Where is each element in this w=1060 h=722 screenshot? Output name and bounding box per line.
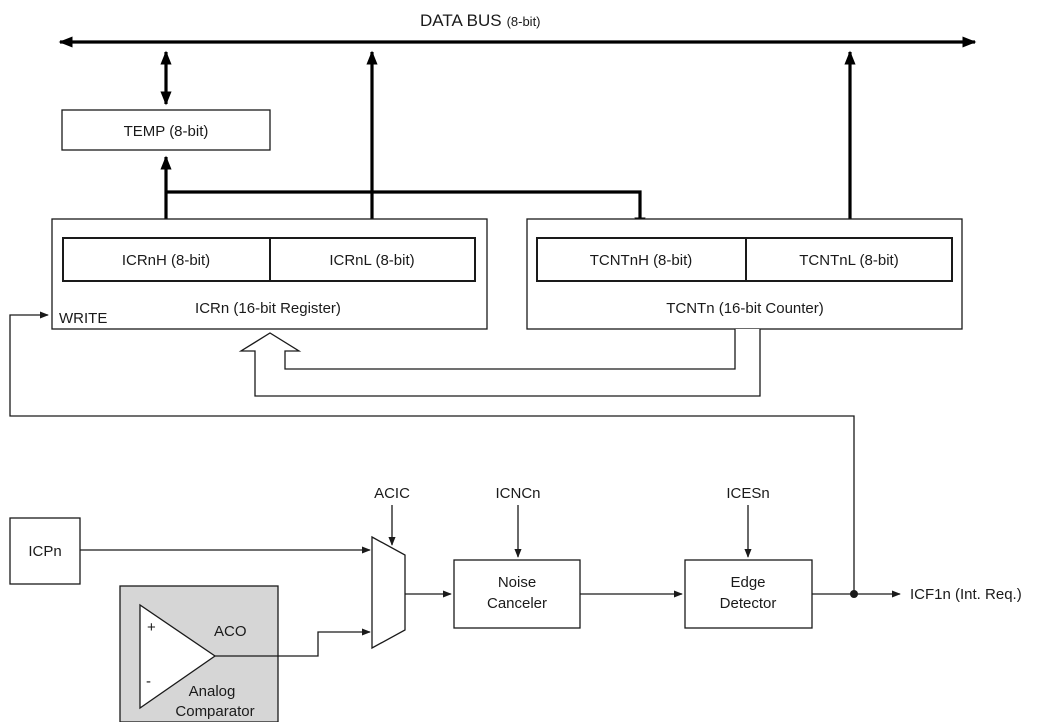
icp-label: ICPn (28, 543, 61, 560)
edge-detector-box (684, 559, 813, 629)
icp-pin-box (9, 517, 81, 585)
temp-to-tcnth-link (166, 190, 646, 232)
icrh-label: ICRnH (8-bit) (122, 252, 210, 269)
temp-register-box (61, 109, 271, 151)
icf-output-label: ICF1n (Int. Req.) (910, 586, 1022, 603)
edge-detector-line2: Detector (720, 595, 777, 612)
icnc-label: ICNCn (495, 485, 540, 502)
tcnt-caption: TCNTn (16-bit Counter) (666, 300, 824, 317)
aco-to-mux-line (215, 628, 371, 657)
tcnt-to-icr-transfer-arrow (238, 329, 761, 397)
tcnt-register-bytes (536, 237, 953, 282)
temp-register-label: TEMP (8-bit) (124, 123, 209, 140)
data-bus-label: DATA BUS(8-bit) (420, 11, 541, 30)
comparator-triangle-icon (139, 603, 217, 710)
write-feedback-line (9, 311, 855, 594)
comparator-minus: - (146, 673, 151, 690)
input-mux (371, 535, 406, 650)
comparator-plus: + (147, 619, 156, 636)
noise-canceler-line2: Canceler (487, 595, 547, 612)
comparator-name-line1: Analog (189, 683, 236, 700)
tcntl-label: TCNTnL (8-bit) (799, 252, 898, 269)
tcnth-label: TCNTnH (8-bit) (590, 252, 693, 269)
write-label: WRITE (59, 310, 107, 327)
comparator-name-line2: Comparator (175, 703, 254, 720)
ices-label: ICESn (726, 485, 769, 502)
aco-label: ACO (214, 623, 247, 640)
icrl-label: ICRnL (8-bit) (329, 252, 414, 269)
icr-caption: ICRn (16-bit Register) (195, 300, 341, 317)
noise-canceler-line1: Noise (498, 574, 536, 591)
edge-detector-line1: Edge (730, 574, 765, 591)
acic-label: ACIC (374, 485, 410, 502)
junction-dot (850, 590, 858, 598)
noise-canceler-box (453, 559, 581, 629)
